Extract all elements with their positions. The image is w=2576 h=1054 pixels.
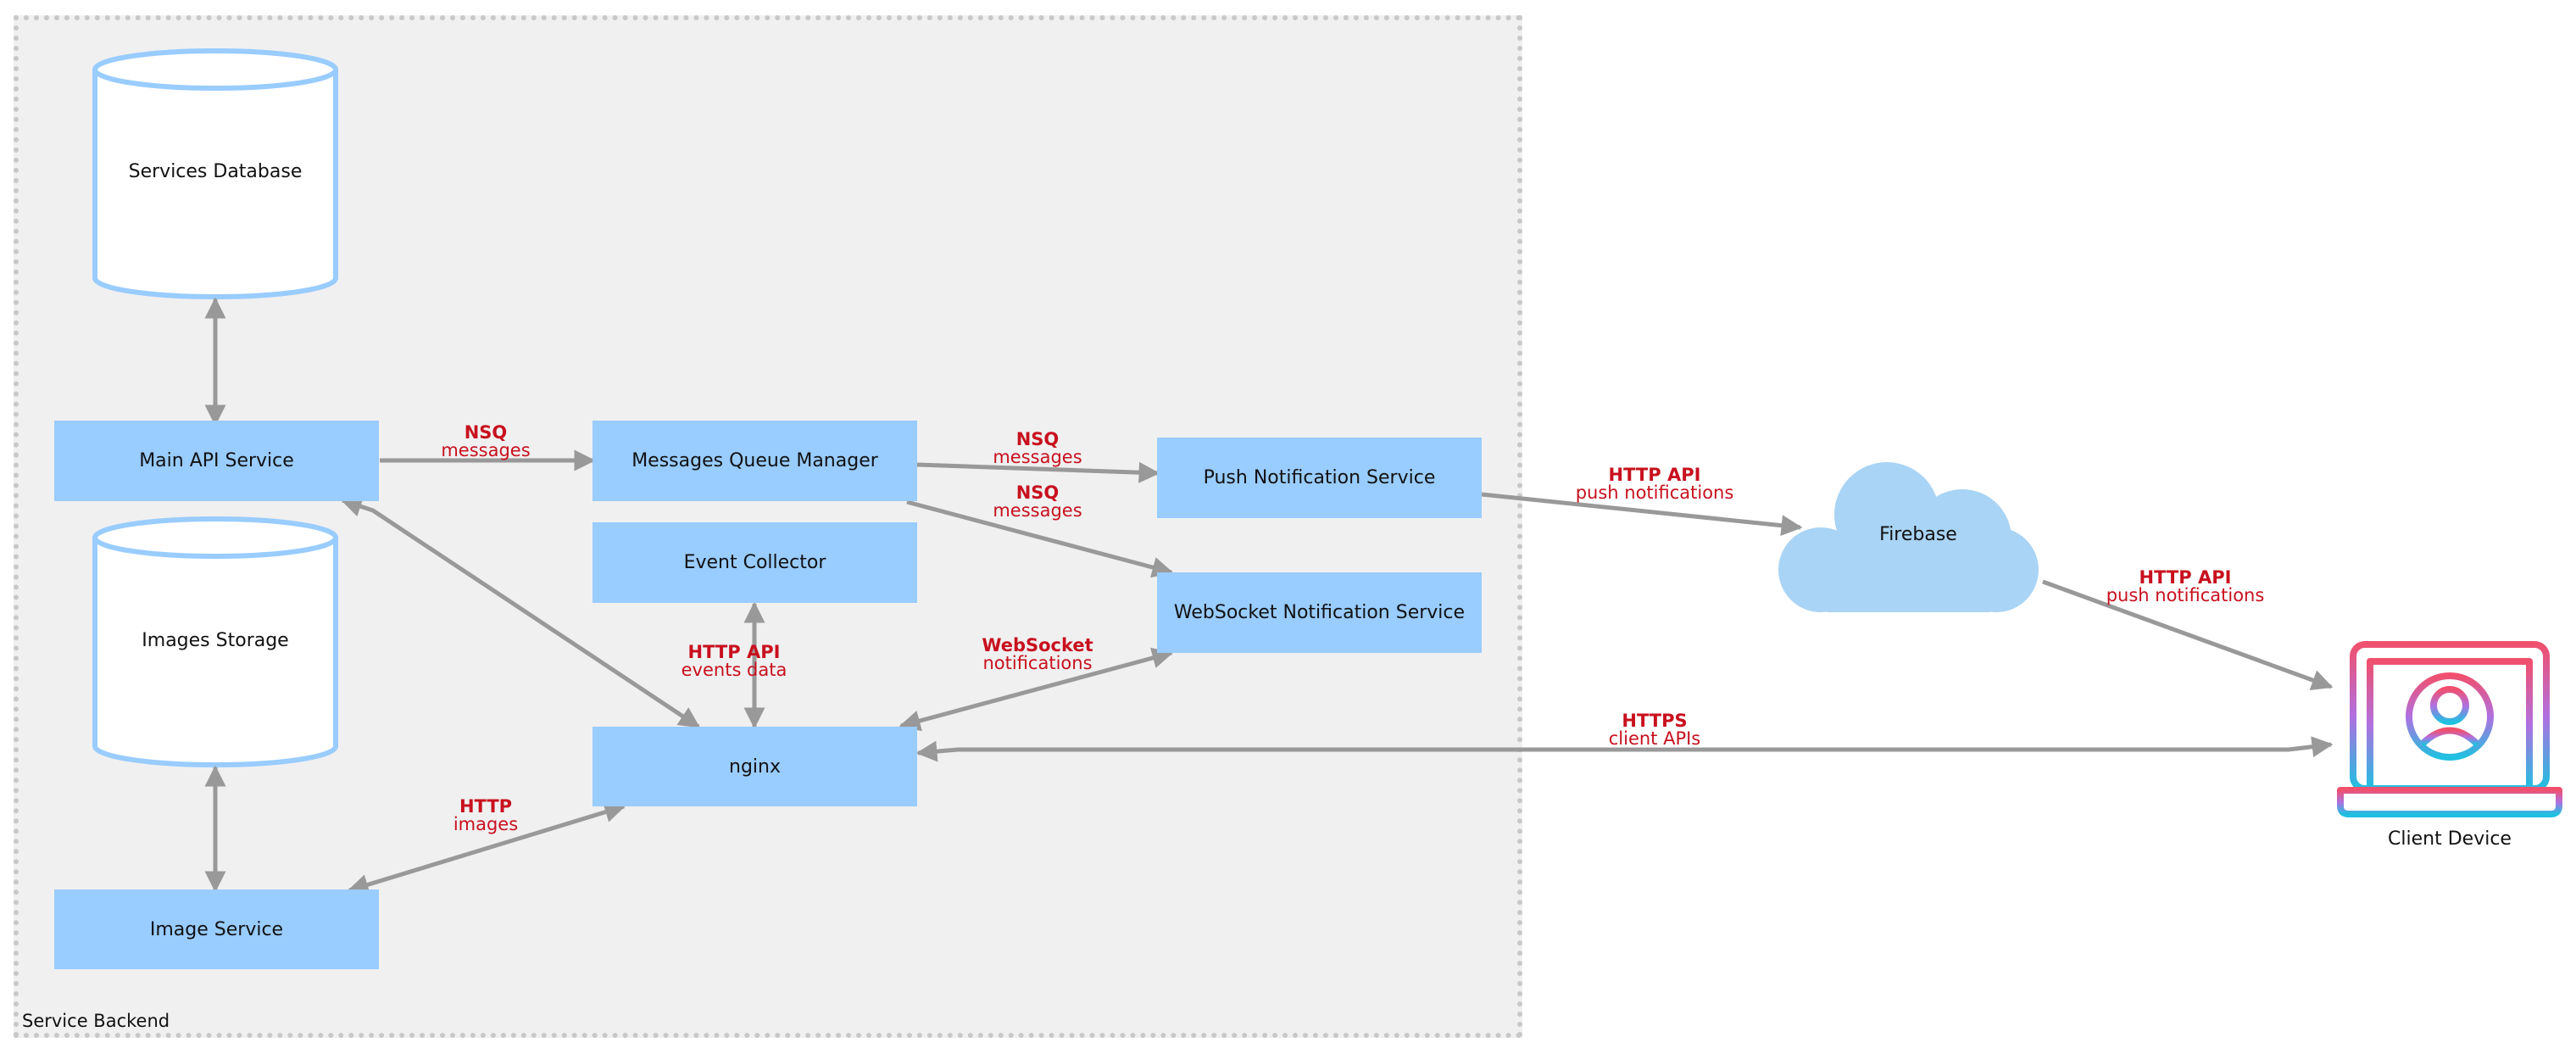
laptop-user-icon[interactable] — [2337, 641, 2562, 817]
websocket-notification-service-node[interactable]: WebSocket Notification Service — [1157, 572, 1482, 653]
nginx-node[interactable]: nginx — [593, 727, 917, 806]
edge-main-nginx — [340, 496, 701, 729]
edge-firebase-client — [2042, 579, 2334, 691]
services-database-node[interactable] — [92, 48, 338, 299]
push-notification-service-node[interactable]: Push Notification Service — [1157, 438, 1482, 518]
images-storage-node[interactable] — [92, 516, 338, 767]
event-collector-node[interactable]: Event Collector — [593, 522, 917, 603]
messages-queue-manager-node[interactable]: Messages Queue Manager — [593, 421, 917, 501]
services-database-label: Services Database — [128, 161, 303, 182]
edge-mq-push — [916, 461, 1160, 483]
cloud-icon[interactable] — [1778, 462, 2039, 612]
firebase-label: Firebase — [1879, 524, 1957, 545]
main-api-service-node[interactable]: Main API Service — [54, 421, 379, 501]
edge-nginx-client — [915, 736, 2334, 762]
edge-push-firebase — [1481, 492, 1803, 537]
image-service-node[interactable]: Image Service — [54, 889, 379, 969]
edge-nginx-image — [347, 801, 626, 895]
edge-ws-nginx — [899, 647, 1174, 732]
client-device-label: Client Device — [2388, 828, 2512, 850]
images-storage-label: Images Storage — [142, 630, 289, 651]
edge-mq-ws — [906, 499, 1174, 578]
service-backend-label: Service Backend — [22, 1011, 170, 1031]
